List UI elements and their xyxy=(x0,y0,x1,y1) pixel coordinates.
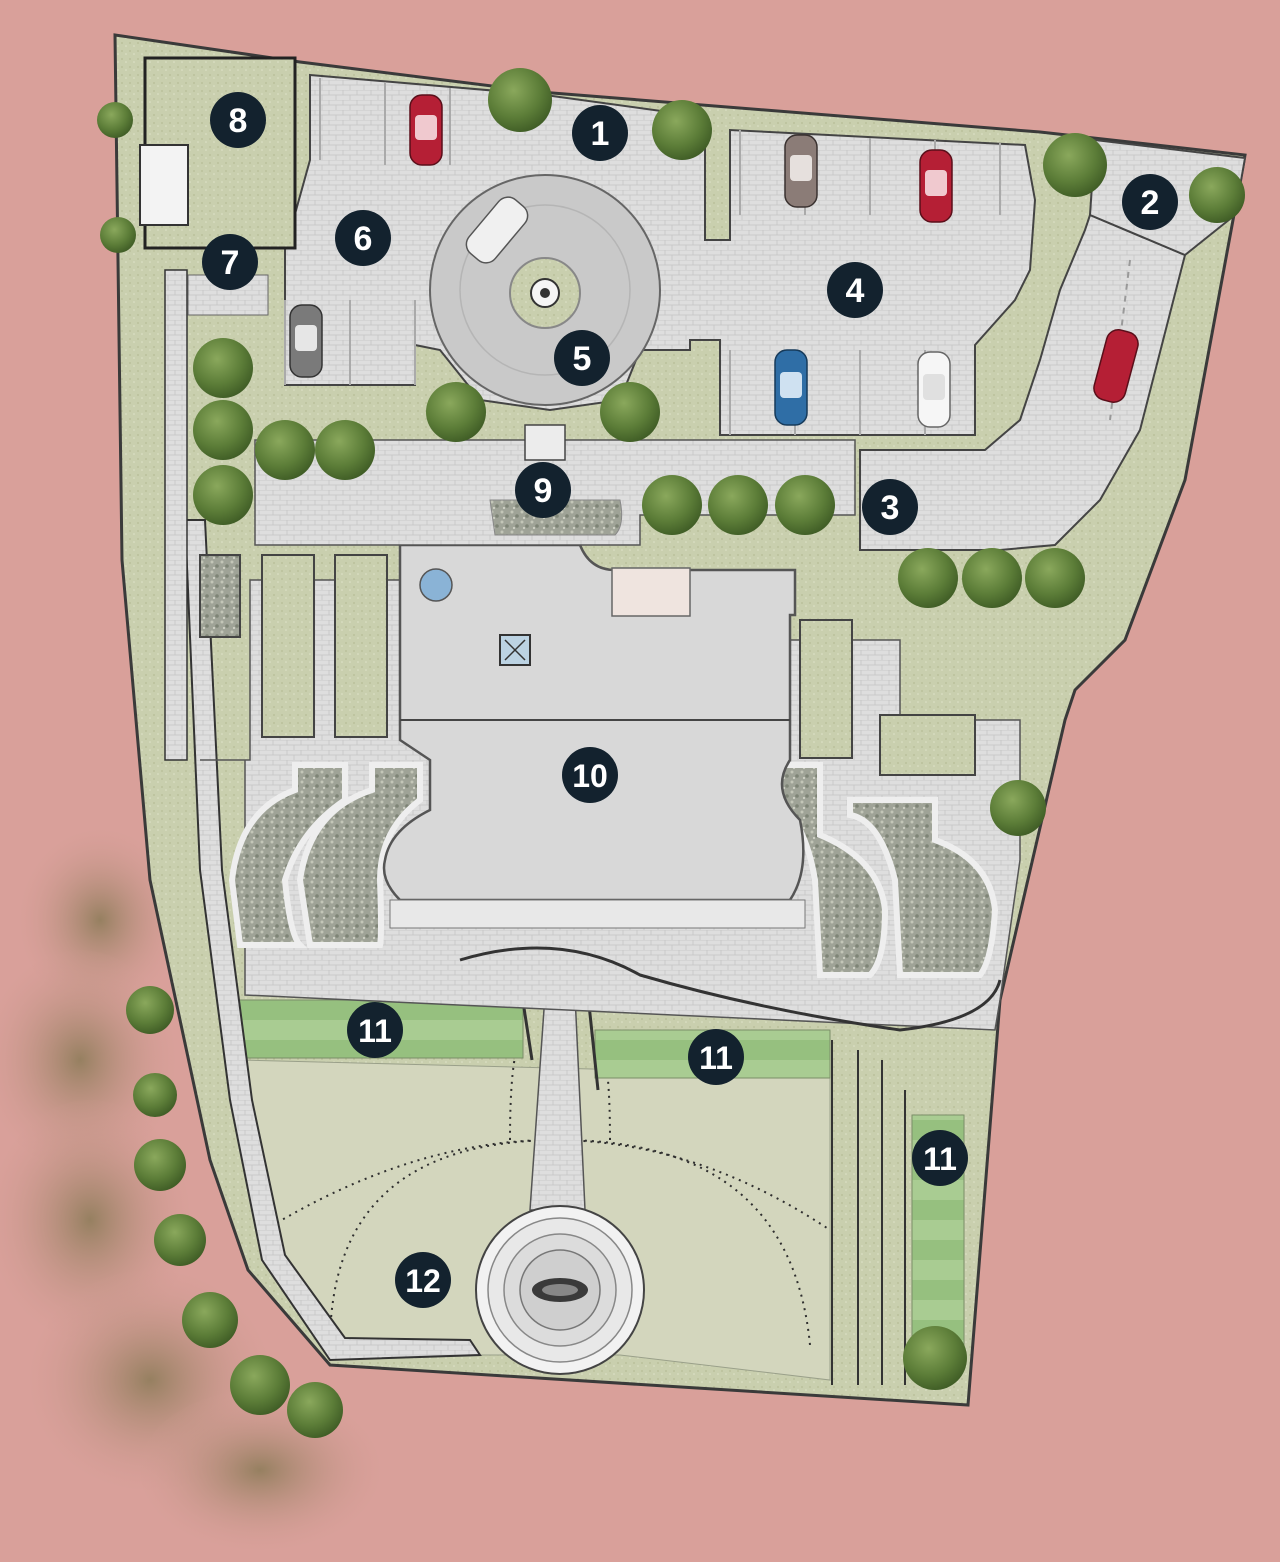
car-white-circle xyxy=(465,196,529,264)
area-marker-badge xyxy=(572,105,628,161)
area-marker-badge xyxy=(912,1130,968,1186)
roof-skylight-round xyxy=(419,568,453,602)
east-ramp xyxy=(859,213,1187,551)
roof-entrance-block xyxy=(611,567,691,617)
area-marker-label: 11 xyxy=(923,1141,957,1177)
area-marker-label: 8 xyxy=(229,102,248,140)
car-red-2 xyxy=(919,149,953,223)
area-marker-badge xyxy=(395,1252,451,1308)
west-curved-path xyxy=(183,519,482,1362)
area-marker-badge xyxy=(554,330,610,386)
area-marker-label: 9 xyxy=(534,472,553,510)
area-marker-badge xyxy=(210,92,266,148)
turning-circle-ring xyxy=(459,204,631,376)
area-marker-badge xyxy=(515,462,571,518)
area-marker-m4[interactable]: 4 xyxy=(827,262,883,318)
trees xyxy=(97,68,1245,1438)
area-marker-badge xyxy=(347,1002,403,1058)
area-marker-label: 5 xyxy=(573,340,592,378)
area-marker-badge xyxy=(827,262,883,318)
car-red-3 xyxy=(1093,329,1139,403)
area-marker-label: 12 xyxy=(405,1263,441,1299)
island-feature-core xyxy=(540,288,550,298)
area-marker-label: 7 xyxy=(221,244,240,282)
gravel-planter-w2 xyxy=(296,762,423,948)
roof-skylight-cross xyxy=(504,639,526,661)
fountain xyxy=(475,1205,645,1375)
planter-boxes xyxy=(199,554,976,776)
area-marker-m3[interactable]: 3 xyxy=(862,479,918,535)
area-marker-m6[interactable]: 6 xyxy=(335,210,391,266)
area-marker-badge xyxy=(862,479,918,535)
area-marker-badge xyxy=(1122,174,1178,230)
gravel-planter-e2 xyxy=(847,797,999,978)
area-marker-m11b[interactable]: 11 xyxy=(688,1029,744,1085)
gravel-planter-w1 xyxy=(228,762,348,948)
area-marker-m8[interactable]: 8 xyxy=(210,92,266,148)
area-marker-m11a[interactable]: 11 xyxy=(347,1002,403,1058)
area-marker-label: 11 xyxy=(358,1013,392,1049)
house-roof xyxy=(382,543,805,902)
area-marker-label: 11 xyxy=(699,1040,733,1076)
area-marker-badge xyxy=(688,1029,744,1085)
storage-shed xyxy=(139,144,189,226)
entrance-steps xyxy=(524,424,566,461)
area-marker-label: 6 xyxy=(354,220,373,258)
area-marker-label: 2 xyxy=(1141,184,1160,222)
area-marker-m5[interactable]: 5 xyxy=(554,330,610,386)
car-red-1 xyxy=(409,94,443,166)
area-marker-badge xyxy=(202,234,258,290)
house-steps xyxy=(389,899,806,929)
terrace-curve xyxy=(459,946,1002,1032)
area-marker-label: 10 xyxy=(572,758,608,794)
area-marker-label: 4 xyxy=(846,272,865,310)
car-grey-1 xyxy=(784,134,818,208)
area-marker-m7[interactable]: 7 xyxy=(202,234,258,290)
area-marker-m2[interactable]: 2 xyxy=(1122,174,1178,230)
area-marker-label: 3 xyxy=(881,489,900,527)
car-white xyxy=(917,351,951,428)
area-marker-m12[interactable]: 12 xyxy=(395,1252,451,1308)
area-marker-label: 1 xyxy=(591,115,610,153)
area-marker-m1[interactable]: 1 xyxy=(572,105,628,161)
area-marker-m10[interactable]: 10 xyxy=(562,747,618,803)
area-marker-badge xyxy=(335,210,391,266)
side-lanes xyxy=(831,1040,906,1385)
west-stair-strip xyxy=(164,269,188,761)
car-grey-2 xyxy=(289,304,323,378)
area-marker-badge xyxy=(562,747,618,803)
car-blue xyxy=(774,349,808,426)
area-marker-m9[interactable]: 9 xyxy=(515,462,571,518)
area-marker-m11c[interactable]: 11 xyxy=(912,1130,968,1186)
